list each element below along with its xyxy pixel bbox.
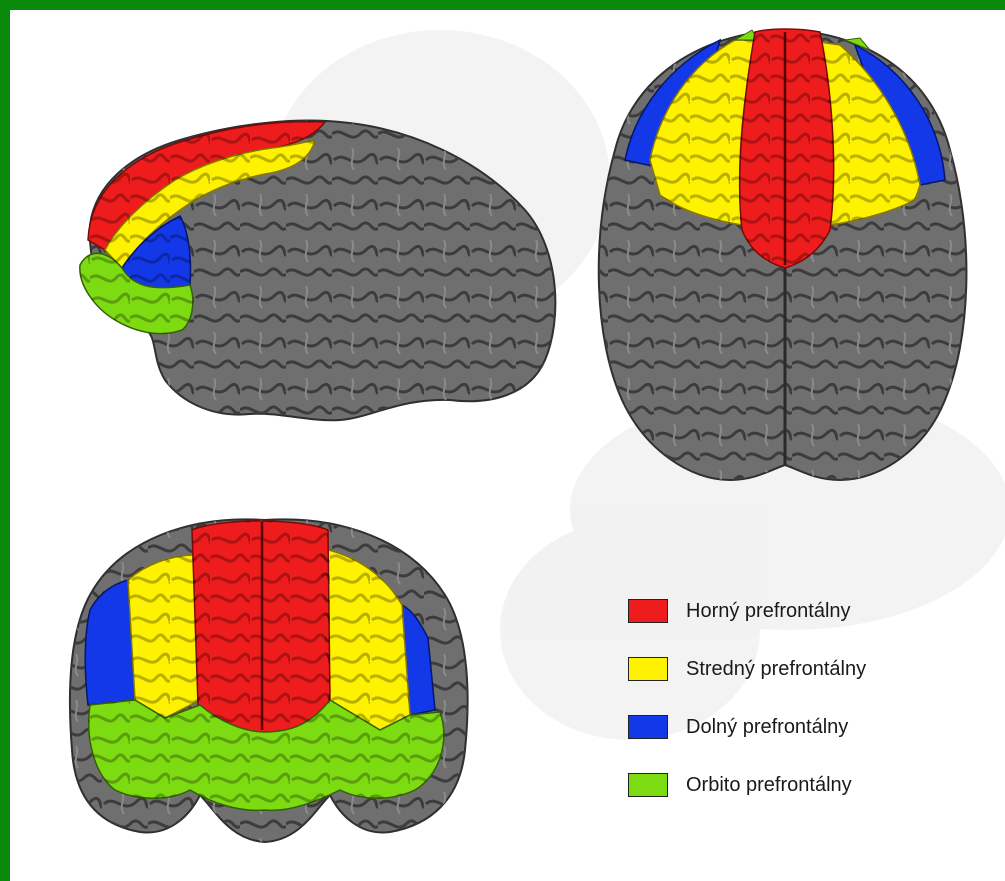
frontal-view	[70, 519, 468, 842]
legend-item-inferior: Dolný prefrontálny	[628, 714, 988, 740]
legend-label: Stredný prefrontálny	[686, 658, 866, 681]
legend-swatch-green	[628, 773, 668, 797]
legend-swatch-yellow	[628, 657, 668, 681]
figure-frame: Horný prefrontálny Stredný prefrontálny …	[10, 10, 1005, 881]
legend-label: Orbito prefrontálny	[686, 774, 852, 797]
legend-item-superior: Horný prefrontálny	[628, 598, 988, 624]
superior-view	[599, 29, 967, 480]
legend-label: Horný prefrontálny	[686, 600, 851, 623]
legend-item-middle: Stredný prefrontálny	[628, 656, 988, 682]
legend-swatch-red	[628, 599, 668, 623]
legend-label: Dolný prefrontálny	[686, 716, 848, 739]
legend-item-orbital: Orbito prefrontálny	[628, 772, 988, 798]
legend: Horný prefrontálny Stredný prefrontálny …	[628, 598, 988, 830]
legend-swatch-blue	[628, 715, 668, 739]
